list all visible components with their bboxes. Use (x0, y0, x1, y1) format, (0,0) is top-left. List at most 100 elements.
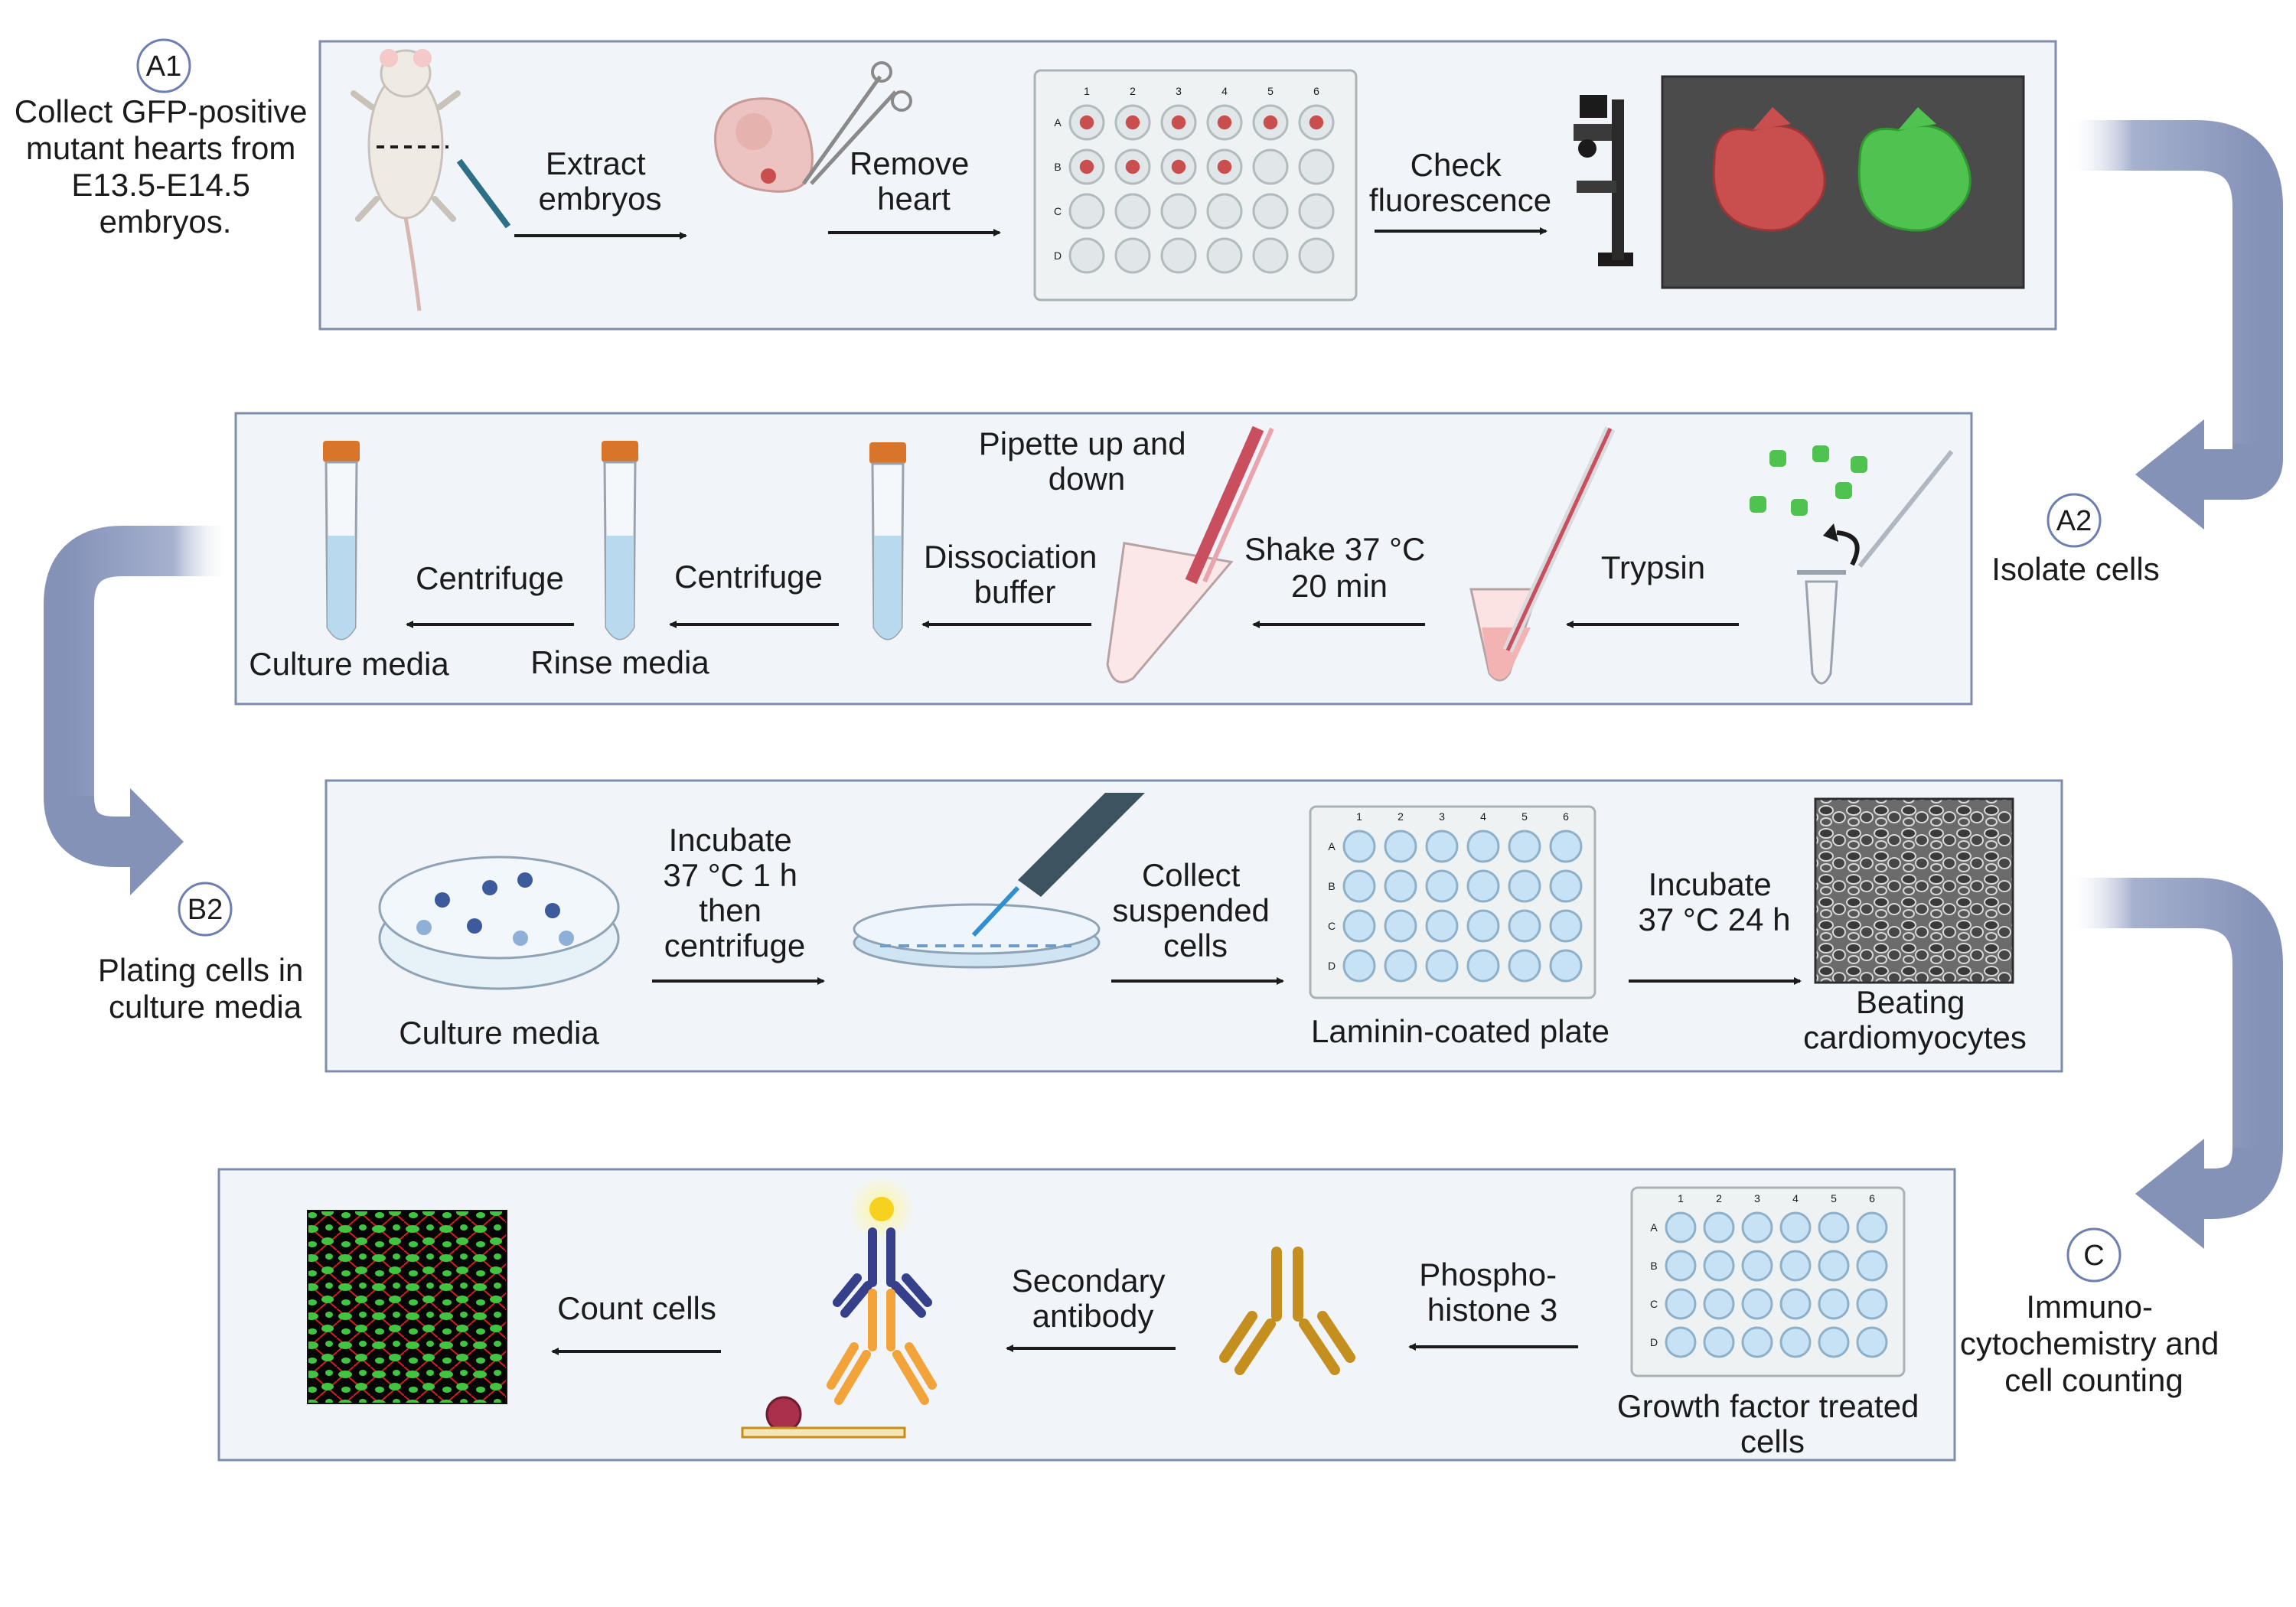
plate-well (1298, 237, 1335, 274)
arrow-remove-heart: Remove heart (828, 145, 1001, 236)
plate-col-label: 3 (1439, 810, 1445, 823)
plate-well (1068, 237, 1105, 274)
arrow-trypsin: Trypsin (1566, 549, 1739, 628)
plate-well (1206, 193, 1243, 230)
flow-arrow-a2-b2 (44, 526, 230, 895)
svg-text:Trypsin: Trypsin (1601, 549, 1705, 585)
plate-well (1856, 1326, 1888, 1358)
plate-well (1466, 869, 1500, 903)
plate-well (1818, 1250, 1850, 1282)
heart-in-well (1125, 159, 1140, 174)
panel-a2 (234, 412, 1973, 706)
heart-in-well (1217, 115, 1232, 130)
plate-well (1384, 949, 1417, 983)
plate-well (1206, 237, 1243, 274)
plate-well (1068, 193, 1105, 230)
plate-well (1779, 1211, 1812, 1244)
heart-in-well (1171, 159, 1186, 174)
plate-row-label: A (1328, 840, 1336, 852)
plate-well (1252, 148, 1289, 185)
step-a1-title: Collect GFP-positive mutant hearts from … (15, 93, 316, 240)
label-pipette-up-down: Pipette up and down (979, 425, 1195, 497)
plate-col-label: 2 (1716, 1192, 1722, 1204)
tube-pipetting (1106, 425, 1274, 683)
svg-text:C: C (2083, 1240, 2104, 1272)
plate-well (1384, 909, 1417, 943)
plate-well (1818, 1288, 1850, 1320)
plate-well (1549, 909, 1583, 943)
plate-row-label: B (1650, 1260, 1657, 1272)
cardiomyocyte-image (1814, 797, 2014, 984)
plate-well (1466, 909, 1500, 943)
plate-well (1856, 1211, 1888, 1244)
svg-text:A2: A2 (2056, 505, 2092, 537)
plate-well (1342, 909, 1376, 943)
heart-in-well (1125, 115, 1140, 130)
arrow-incubate-24h: Incubate 37 °C 24 h (1629, 866, 1802, 985)
plate-well (1741, 1211, 1773, 1244)
plate-well (1779, 1250, 1812, 1282)
microscope-icon (1574, 95, 1633, 266)
plate-well (1665, 1326, 1697, 1358)
arrow-shake: Shake 37 °C 20 min (1244, 531, 1434, 628)
arrow-count-cells: Count cells (551, 1290, 721, 1355)
plate-col-label: 2 (1130, 85, 1136, 97)
heart-in-well (1171, 115, 1186, 130)
svg-text:Collect suspended: Collect suspended cells (1112, 857, 1278, 963)
plate-col-label: 1 (1356, 810, 1362, 823)
arrow-centrifuge-1: Centrifuge (669, 559, 839, 628)
svg-text:Check fluorescence: Check fluorescence (1369, 147, 1551, 218)
plate-well (1665, 1288, 1697, 1320)
svg-text:Secondary antibody: Secondary antibody (1012, 1263, 1174, 1334)
svg-text:A1: A1 (146, 51, 181, 83)
plate-well (1549, 869, 1583, 903)
arrow-collect-suspended: Collect suspended cells (1111, 857, 1284, 985)
plate-well (1114, 193, 1151, 230)
plate-col-label: 5 (1267, 85, 1274, 97)
plate-well (1703, 1250, 1735, 1282)
plate-col-label: 6 (1563, 810, 1569, 823)
label-culture-media-tube: Culture media (249, 646, 449, 682)
plate-col-label: 3 (1754, 1192, 1760, 1204)
svg-text:Centrifuge: Centrifuge (416, 560, 564, 596)
plate-well (1741, 1326, 1773, 1358)
label-beating-cardiomyocytes: Beating cardiomyocytes (1803, 984, 2027, 1055)
plate-well (1342, 830, 1376, 863)
primary-antibody-icon (1219, 1247, 1355, 1375)
svg-text:Incubate 37 °C 24 h: Incubate 37 °C 24 h (1639, 866, 1791, 937)
plate-well (1342, 869, 1376, 903)
plate-col-label: 6 (1313, 85, 1319, 97)
badge-c: C (2066, 1227, 2122, 1283)
fluorescence-image (1661, 75, 2025, 289)
plate-well (1856, 1288, 1888, 1320)
svg-text:Count cells: Count cells (557, 1290, 716, 1326)
arrow-dissociation-buffer: Dissociation buffer (921, 539, 1106, 628)
plate-well (1114, 237, 1151, 274)
tube-culture-media (323, 441, 360, 641)
svg-text:B2: B2 (188, 894, 223, 926)
plate-well (1703, 1288, 1735, 1320)
tube-dissociation (869, 442, 906, 641)
svg-text:Shake 37 °C 20 min: Shake 37 °C 20 min (1244, 531, 1434, 604)
arrow-incubate-1h: Incubate 37 °C 1 h then centrifuge (652, 822, 825, 985)
plate-well (1741, 1288, 1773, 1320)
tube-rinse-media (602, 441, 638, 641)
dish-with-pipette (853, 793, 1145, 969)
arrow-check-fluorescence: Check fluorescence (1369, 147, 1551, 235)
plate-col-label: 5 (1521, 810, 1528, 823)
plate-row-label: D (1328, 960, 1336, 972)
step-b2-title: Plating cells in culture media (98, 952, 312, 1025)
plate-well (1252, 193, 1289, 230)
arrow-secondary-antibody: Secondary antibody (1006, 1263, 1176, 1352)
plate-well (1342, 949, 1376, 983)
plate-row-label: A (1650, 1221, 1658, 1234)
plate-well (1252, 237, 1289, 274)
plate-row-label: C (1054, 205, 1062, 217)
svg-text:Dissociation buffer: Dissociation buffer (924, 539, 1106, 610)
label-rinse-media: Rinse media (530, 644, 709, 680)
fluorescent-count-image (307, 1210, 507, 1404)
plate-col-label: 6 (1869, 1192, 1875, 1204)
